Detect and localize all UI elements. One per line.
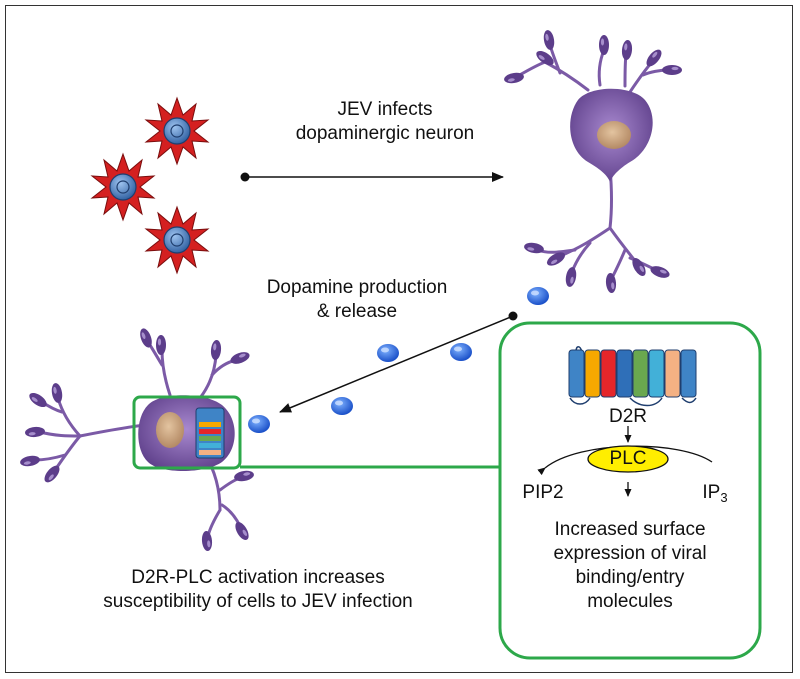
virus-icon <box>145 97 209 165</box>
outcome-label-line4: molecules <box>587 591 673 612</box>
plc-enzyme <box>587 445 669 473</box>
dopamine-molecule-icon <box>450 343 472 361</box>
figure-frame <box>5 5 793 673</box>
ip3-label: IP3 <box>690 481 740 510</box>
conclusion-label-line2: susceptibility of cells to JEV infection <box>103 591 413 612</box>
receptor-icon <box>568 346 697 407</box>
dopamine-molecule-icon <box>527 287 549 305</box>
virus-icon <box>145 206 209 274</box>
virus-icon <box>91 153 155 221</box>
outcome-label-line2: expression of viral <box>553 543 707 564</box>
conclusion-label: D2R-PLC activation increases susceptibil… <box>48 566 468 614</box>
receptor-highlight-box <box>132 395 242 470</box>
dopamine-molecule-icon <box>331 397 353 415</box>
ip3-label-subscript: 3 <box>720 490 728 505</box>
pip2-label: PIP2 <box>522 482 564 503</box>
neuron-icon <box>19 326 255 552</box>
outcome-label-line1: Increased surface <box>554 519 706 540</box>
outcome-label-line3: binding/entry <box>575 567 685 588</box>
plc-label: PLC <box>609 448 647 469</box>
receptor-label: D2R <box>608 406 647 427</box>
dopamine-molecule-icon <box>248 415 270 433</box>
infection-arrow <box>240 172 504 182</box>
dopamine-molecule-icon <box>377 344 399 362</box>
infection-label-line2: dopaminergic neuron <box>295 123 475 144</box>
conclusion-label-line1: D2R-PLC activation increases <box>131 567 385 588</box>
dopamine-label-line2: & release <box>316 301 398 322</box>
infection-label-line1: JEV infects <box>337 99 433 120</box>
infection-label: JEV infects dopaminergic neuron <box>270 98 500 146</box>
receptor-icon <box>195 407 225 459</box>
ip3-label-base: IP <box>702 482 721 503</box>
dopamine-label-line1: Dopamine production <box>266 277 448 298</box>
neuron-icon <box>503 29 682 294</box>
dopamine-release-arrow <box>279 311 518 413</box>
dopamine-label: Dopamine production & release <box>242 276 472 324</box>
inset-panel <box>498 321 762 660</box>
outcome-label: Increased surface expression of viral bi… <box>520 518 740 614</box>
